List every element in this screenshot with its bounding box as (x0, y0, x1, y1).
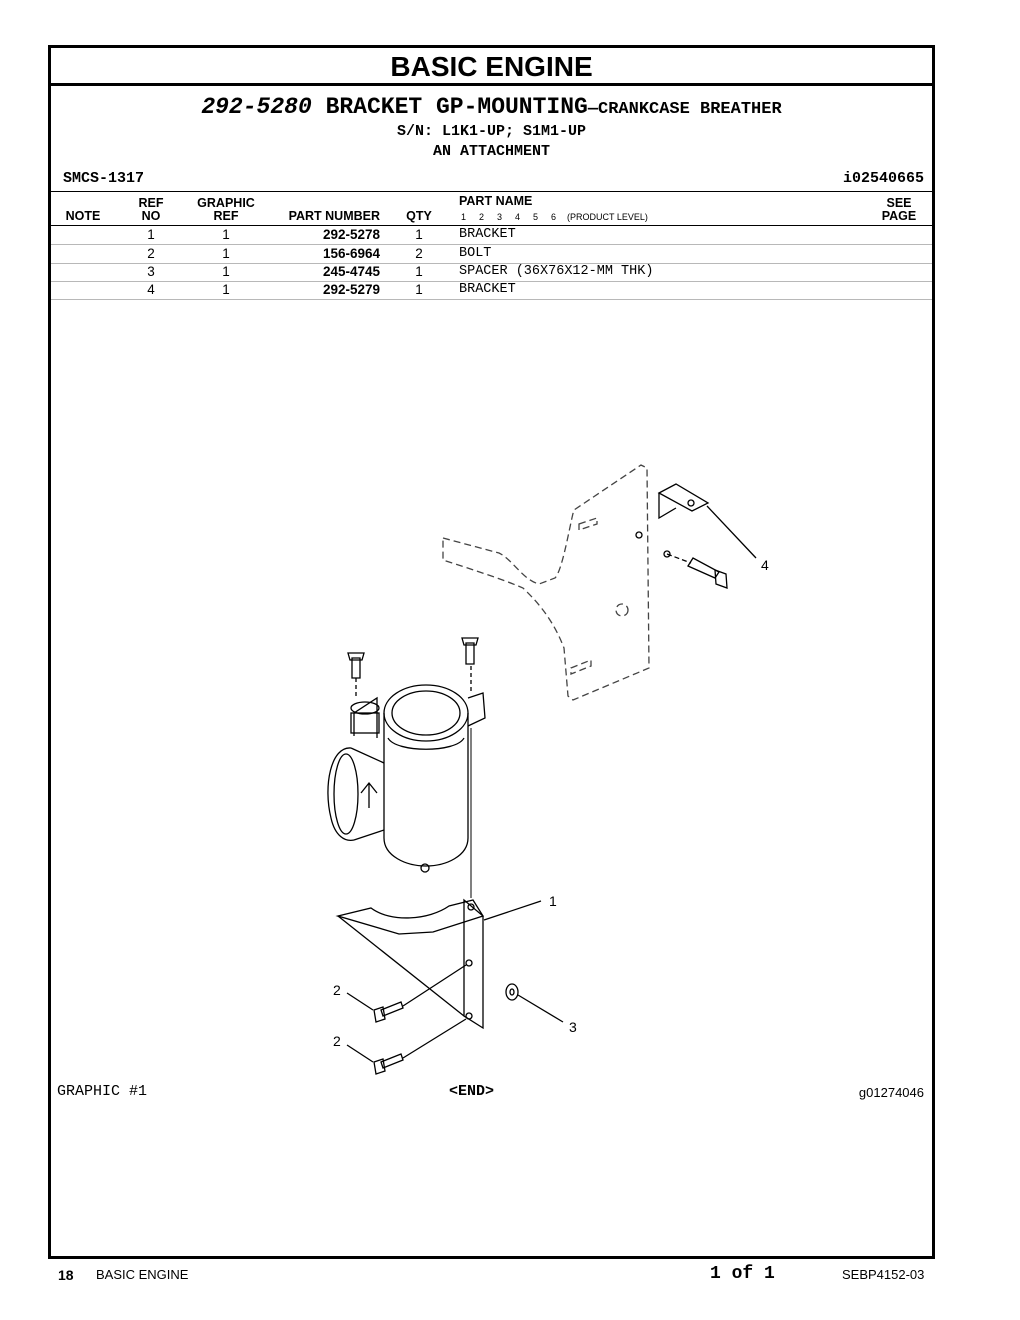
graphic-ref: 1 (222, 264, 230, 279)
header-qty: QTY (406, 209, 432, 223)
exploded-parts-illustration: 4 1 2 2 3 (327, 464, 769, 1075)
page-of: 1 of 1 (710, 1264, 775, 1284)
group-subname: —CRANKCASE BREATHER (587, 100, 782, 119)
group-heading: 292-5280 BRACKET GP-MOUNTING—CRANKCASE B… (51, 94, 932, 120)
crankcase-breather-drawing (327, 684, 486, 873)
smcs-code: SMCS-1317 (63, 170, 145, 187)
part-number: 156-6964 (322, 246, 380, 261)
table-row: 3 1 245-4745 1 SPACER (36X76X12-MM THK) (51, 263, 932, 282)
document-id: SEBP4152-03 (842, 1267, 925, 1282)
part-name: SPACER (36X76X12-MM THK) (459, 264, 654, 279)
level-4: 4 (515, 212, 521, 222)
header-part-number: PART NUMBER (288, 209, 380, 223)
upper-bracket-drawing (442, 464, 650, 701)
page-frame: BASIC ENGINE 292-5280 BRACKET GP-MOUNTIN… (48, 45, 935, 1259)
level-5: 5 (533, 212, 539, 222)
spacer-drawing (505, 983, 519, 1001)
bolt-ref2-lower-drawing (373, 1053, 404, 1075)
ref-no: 1 (147, 227, 155, 242)
part-name: BRACKET (459, 282, 516, 297)
header-graphic-top: GRAPHIC (197, 196, 255, 210)
table-row: 4 1 292-5279 1 BRACKET (51, 281, 932, 300)
section-title: BASIC ENGINE (390, 51, 593, 82)
callout-1: 1 (549, 893, 557, 909)
quantity: 1 (415, 282, 423, 297)
footer-section: BASIC ENGINE (96, 1267, 189, 1282)
upper-bolt-drawing (687, 557, 728, 589)
header-see-top: SEE (886, 196, 912, 210)
table-row: 2 1 156-6964 2 BOLT (51, 245, 932, 264)
graphic-id: g01274046 (858, 1085, 924, 1100)
callout-2-lower: 2 (333, 1033, 341, 1049)
ref-no: 3 (147, 264, 155, 279)
part-number: 245-4745 (322, 264, 380, 279)
ref-no: 4 (147, 282, 155, 297)
header-ref-top: REF (138, 196, 164, 210)
quantity: 1 (415, 227, 423, 242)
group-name-text: BRACKET GP-MOUNTING (325, 94, 588, 120)
header-note: NOTE (65, 209, 101, 223)
table-header-rule (51, 225, 932, 226)
header-graphic-bottom: REF (213, 209, 239, 223)
attachment-label: AN ATTACHMENT (432, 143, 551, 160)
part-number: 292-5278 (322, 227, 380, 242)
level-6: 6 (551, 212, 557, 222)
level-2: 2 (479, 212, 485, 222)
end-marker: <END> (449, 1083, 495, 1100)
page-number: 18 (58, 1267, 74, 1283)
top-bolt-right-drawing (461, 637, 479, 665)
header-ref-bottom: NO (141, 209, 161, 223)
graphic-ref: 1 (222, 246, 230, 261)
upper-bracket-flange (635, 483, 710, 558)
callout-2-upper: 2 (333, 982, 341, 998)
group-name: BRACKET GP-MOUNTING (312, 94, 588, 120)
part-name: BRACKET (459, 227, 516, 242)
level-1: 1 (461, 212, 467, 222)
ref-no: 2 (147, 246, 155, 261)
quantity: 2 (415, 246, 423, 261)
part-number: 292-5279 (322, 282, 380, 297)
section-title-band: BASIC ENGINE (51, 48, 932, 86)
table-top-rule (51, 191, 932, 192)
header-see-bottom: PAGE (881, 209, 917, 223)
top-bolt-left-drawing (347, 652, 365, 679)
level-3: 3 (497, 212, 503, 222)
group-number: 292-5280 (201, 94, 312, 120)
callout-4: 4 (761, 557, 769, 573)
illustration-id: i02540665 (842, 170, 924, 187)
lower-bracket-drawing (335, 898, 484, 1030)
graphic-label: GRAPHIC #1 (57, 1083, 148, 1100)
graphic-ref: 1 (222, 227, 230, 242)
callout-3: 3 (569, 1019, 577, 1035)
serial-numbers: S/N: L1K1-UP; S1M1-UP (396, 123, 587, 140)
product-level-label: (PRODUCT LEVEL) (567, 212, 648, 222)
quantity: 1 (415, 264, 423, 279)
graphic-ref: 1 (222, 282, 230, 297)
table-row: 1 1 292-5278 1 BRACKET (51, 226, 932, 245)
bolt-ref2-upper-drawing (373, 1001, 404, 1023)
part-name: BOLT (459, 246, 492, 261)
header-part-name: PART NAME (459, 194, 533, 208)
